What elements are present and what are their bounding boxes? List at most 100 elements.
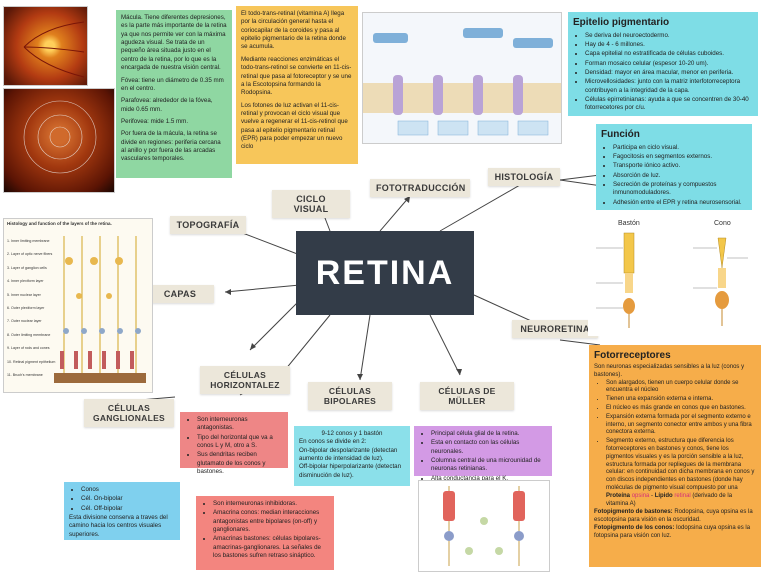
bipolares-line1: 9-12 conos y 1 bastón bbox=[321, 430, 383, 437]
funcion-item: Fagocitosis en segmentos externos. bbox=[613, 153, 747, 161]
fotorreceptores-note: Fotorreceptores Son neuronas especializa… bbox=[589, 345, 761, 567]
topografia-p5: Por fuera de la mácula, la retina se div… bbox=[121, 130, 221, 163]
ganglionales-note: Conos Cél. On-bipolar Cél. Off-bipolar E… bbox=[64, 482, 180, 540]
layer-label: 4. Inner plexiform layer bbox=[7, 279, 44, 284]
muller-figure bbox=[418, 480, 550, 572]
label-ciclo-visual: CICLO VISUAL bbox=[272, 190, 350, 218]
horizontales-list: Son interneuronas antagonistas. Tipo del… bbox=[185, 416, 283, 477]
funcion-item: Transporte iónico activo. bbox=[613, 162, 747, 170]
label-celulas-muller: CÉLULAS DE MÜLLER bbox=[420, 382, 514, 410]
funcion-title: Función bbox=[601, 129, 640, 140]
funcion-list: Participa en ciclo visual. Fagocitosis e… bbox=[601, 144, 747, 208]
layer-label: 11. Bruch's membrane bbox=[7, 373, 43, 378]
fotorreceptores-item: Son alargados, tienen un cuerpo celular … bbox=[606, 380, 756, 396]
horizontales-note: Son interneuronas antagonistas. Tipo del… bbox=[180, 412, 288, 475]
epitelio-note: Epitelio pigmentario Se deriva del neuro… bbox=[568, 12, 758, 116]
label-histologia: HISTOLOGÍA bbox=[488, 168, 560, 186]
muller-svg bbox=[443, 486, 525, 566]
funcion-item: Adhesión entre el EPR y retina neurosens… bbox=[613, 199, 747, 207]
fundus-image-top bbox=[3, 6, 88, 86]
muller-item: Columna central de una microunidad de ne… bbox=[431, 457, 547, 474]
funcion-item: Secreción de proteínas y compuestos inmu… bbox=[613, 181, 747, 198]
ciclo-p3: Los fotones de luz activan el 11-cis-ret… bbox=[241, 101, 348, 151]
topografia-p2: Fóvea: tiene un diámetro de 0.35 mm en e… bbox=[121, 76, 224, 92]
fotorreceptores-intro: Son neuronas especializadas sensibles a … bbox=[594, 364, 745, 378]
opsina-label: opsina bbox=[631, 492, 650, 499]
ciclo-p2: Mediante reacciones enzimáticas el todo-… bbox=[241, 55, 352, 97]
amacrinas-item: Amacrina conos: median interacciones ant… bbox=[213, 509, 329, 534]
bipolares-note: 9-12 conos y 1 bastón En conos se divide… bbox=[294, 426, 410, 486]
ciclo-visual-note: El todo-trans-retinal (vitamina A) llega… bbox=[236, 6, 358, 164]
ganglionales-list: Conos Cél. On-bipolar Cél. Off-bipolar bbox=[69, 486, 175, 513]
label-capas: CAPAS bbox=[146, 285, 214, 303]
phototransduction-svg bbox=[363, 28, 561, 136]
layer-label: 10. Retinal pigment epithelium bbox=[7, 359, 56, 364]
epitelio-item: Densidad: mayor en área macular, menor e… bbox=[585, 69, 753, 77]
muller-item: Alta conductancia para el K. bbox=[431, 475, 547, 483]
label-celulas-horizontales: CÉLULAS HORIZONTALEZ bbox=[200, 366, 290, 394]
layer-label: 7. Outer nuclear layer bbox=[7, 319, 42, 324]
label-topografia: TOPOGRAFÍA bbox=[170, 216, 246, 234]
epitelio-item: Se deriva del neuroectodermo. bbox=[585, 32, 753, 40]
macula-rings bbox=[23, 100, 97, 174]
muller-note: Principal célula glial de la retina. Est… bbox=[414, 426, 552, 482]
funcion-item: Participa en ciclo visual. bbox=[613, 144, 747, 152]
proteina-label: Proteína bbox=[606, 492, 631, 499]
ciclo-p1: El todo-trans-retinal (vitamina A) llega… bbox=[241, 10, 346, 51]
fundus-image-bottom bbox=[3, 88, 115, 193]
fotorreceptores-item: Segmento externo, estructura que diferen… bbox=[606, 438, 756, 508]
layer-label: 6. Outer plexiform layer bbox=[7, 306, 45, 311]
fotopigmento-conos: Fotopigmento de los conos: Iodopsina cuy… bbox=[594, 525, 756, 541]
fotorreceptores-item: Tienen una expansión externa e interna. bbox=[606, 396, 756, 404]
label-neuroretina: NEURORETINA bbox=[512, 320, 598, 338]
ganglionales-item: Conos bbox=[81, 486, 175, 494]
label-celulas-bipolares: CÉLULAS BIPOLARES bbox=[308, 382, 392, 410]
amacrinas-item: Amacrinas bastones: células bipolares-am… bbox=[213, 535, 329, 560]
epitelio-item: Hay de 4 - 6 millones. bbox=[585, 41, 753, 49]
epitelio-item: Capa epitelial no estratificada de célul… bbox=[585, 50, 753, 58]
muller-item: Esta en contacto con las células neurona… bbox=[431, 439, 547, 456]
layer-label: 9. Layer of rods and cones bbox=[7, 346, 50, 351]
bastones-text: Rodopsina, cuya opsina es la escotopsina… bbox=[594, 509, 753, 524]
amacrinas-list: Son interneuronas inhibidoras. Amacrina … bbox=[201, 500, 329, 561]
horizontales-item: Son interneuronas antagonistas. bbox=[197, 416, 283, 433]
horizontales-item: Tipo del horizontal que va a conos L y M… bbox=[197, 434, 283, 451]
histology-cells-svg bbox=[54, 236, 146, 383]
amacrinas-note: Son interneuronas inhibidoras. Amacrina … bbox=[196, 496, 334, 570]
fotorreceptores-list: Son alargados, tienen un cuerpo celular … bbox=[594, 380, 756, 509]
bipolares-line4: Off-bipolar hiperpolarizante (detectan d… bbox=[299, 463, 402, 479]
funcion-item: Absorción de luz. bbox=[613, 172, 747, 180]
histology-figure: Histology and function of the layers of … bbox=[3, 218, 153, 393]
muller-item: Principal célula glial de la retina. bbox=[431, 430, 547, 438]
fundus-vessels bbox=[23, 21, 85, 78]
center-title: RETINA bbox=[296, 231, 474, 315]
horizontales-item: Sus dendritas reciben glutamato de los c… bbox=[197, 451, 283, 476]
photoreceptor-figure: Bastón Cono bbox=[588, 218, 764, 336]
ganglionales-item: Cél. Off-bipolar bbox=[81, 505, 175, 513]
topografia-p4: Perifovea: mide 1.5 mm. bbox=[121, 117, 189, 125]
fotopigmento-bastones: Fotopigmento de bastones: Rodopsina, cuy… bbox=[594, 509, 756, 525]
phototransduction-diagram bbox=[362, 12, 562, 144]
epitelio-item: Microvellosidades: junto con la matriz i… bbox=[585, 78, 753, 95]
topografia-p1: Mácula. Tiene diferentes depresiones, es… bbox=[121, 14, 227, 72]
conos-label: Fotopigmento de los conos: bbox=[594, 524, 675, 531]
topografia-note: Mácula. Tiene diferentes depresiones, es… bbox=[116, 10, 232, 178]
topografia-p3: Parafovea: alrededor de la fóvea, mide 0… bbox=[121, 97, 213, 113]
bipolares-line3: On-bipolar despolarizante (detectan aume… bbox=[299, 446, 398, 463]
epitelio-list: Se deriva del neuroectodermo. Hay de 4 -… bbox=[573, 32, 753, 113]
label-fototraduccion: FOTOTRADUCCIÓN bbox=[370, 179, 470, 197]
fotorreceptores-item: Expansión externa formada por el segment… bbox=[606, 414, 756, 437]
conos-text: Iodopsina cuya opsina es la fotopsina pa… bbox=[594, 524, 751, 539]
epitelio-item: Células epirretinianas: ayuda a que se c… bbox=[585, 96, 753, 113]
layer-label: 5. Inner nuclear layer bbox=[7, 292, 41, 297]
photoreceptor-svg bbox=[596, 232, 748, 328]
layer-label: 8. Outer limiting membrane bbox=[7, 332, 51, 337]
epitelio-title: Epitelio pigmentario bbox=[573, 17, 670, 28]
amacrinas-item: Son interneuronas inhibidoras. bbox=[213, 500, 329, 508]
fotorreceptores-item: El núcleo es más grande en conos que en … bbox=[606, 405, 756, 413]
epitelio-item: Forman mosaico celular (espesor 10-20 um… bbox=[585, 60, 753, 68]
bipolares-line2: En conos se divide en 2: bbox=[299, 438, 367, 446]
muller-list: Principal célula glial de la retina. Est… bbox=[419, 430, 547, 483]
baston-label: Bastón bbox=[618, 220, 640, 227]
lipido-label: Lípido bbox=[654, 492, 673, 499]
